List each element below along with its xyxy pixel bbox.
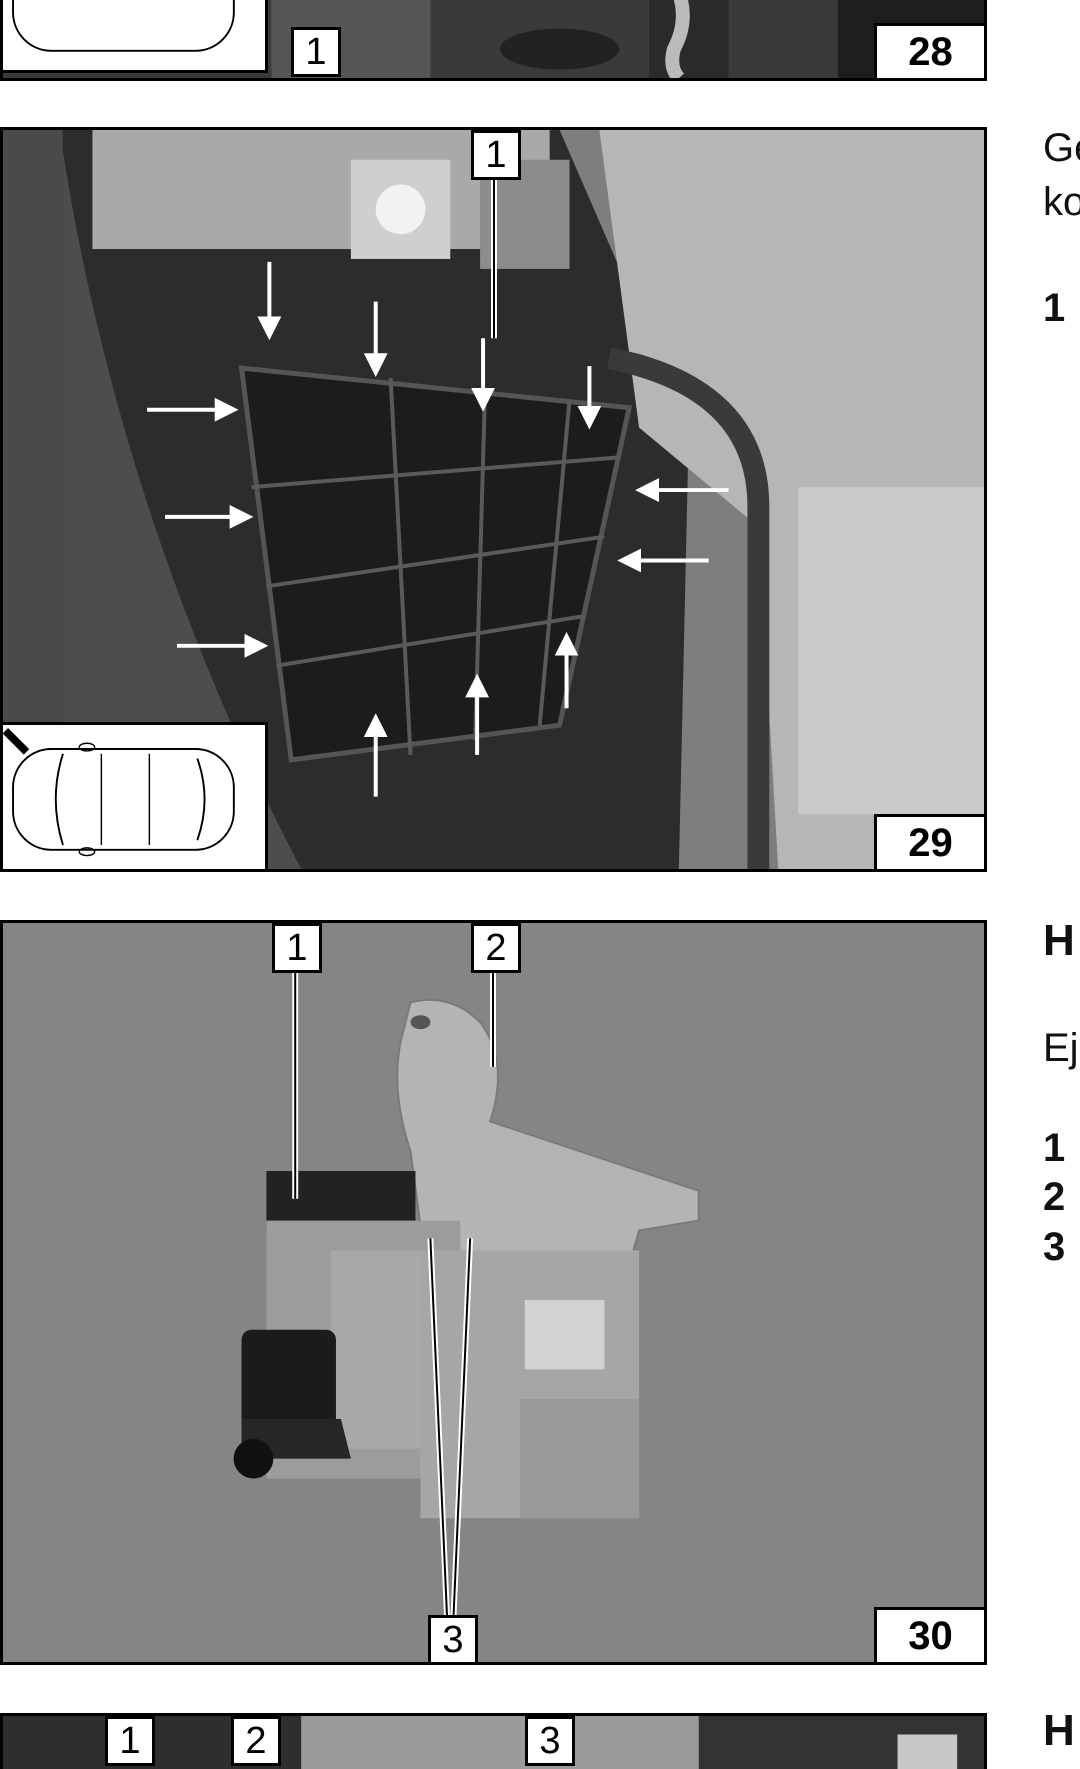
figure-30-photo (3, 923, 984, 1662)
fig29-item-1: 1 (1043, 286, 1066, 330)
figure-31-callout-1: 1 (105, 1716, 155, 1766)
fig31-heading: H (1043, 1706, 1075, 1755)
figure-30-callout-1: 1 (272, 923, 322, 973)
fig30-intro: Ej (1043, 1026, 1079, 1070)
car-locator-box (3, 0, 268, 73)
fig29-text-line1: Ge (1043, 126, 1080, 170)
car-locator-box (3, 722, 268, 869)
figure-28: 1 28 (0, 0, 987, 81)
fig30-item-3: 3 (1043, 1225, 1066, 1269)
fig30-item-1: 1 (1043, 1126, 1066, 1170)
fig30-item-2: 2 (1043, 1175, 1066, 1219)
figure-29-number: 29 (874, 814, 984, 869)
figure-29: 1 29 (0, 127, 987, 872)
fig29-text-line2: ko (1043, 180, 1080, 224)
car-top-view-icon (3, 728, 235, 857)
car-top-view-icon (12, 0, 235, 52)
figure-28-number: 28 (874, 23, 984, 78)
figure-31: 1 2 3 (0, 1713, 987, 1769)
figure-30-callout-3: 3 (428, 1615, 478, 1662)
figure-30-callout-2: 2 (471, 923, 521, 973)
figure-28-callout-1: 1 (291, 27, 341, 77)
figure-29-callout-1: 1 (471, 130, 521, 180)
fig30-heading: H (1043, 916, 1075, 965)
figure-30: 1 2 3 30 (0, 920, 987, 1665)
figure-31-callout-2: 2 (231, 1716, 281, 1766)
figure-31-callout-3: 3 (525, 1716, 575, 1766)
figure-29-photo (3, 130, 984, 869)
figure-30-number: 30 (874, 1607, 984, 1662)
